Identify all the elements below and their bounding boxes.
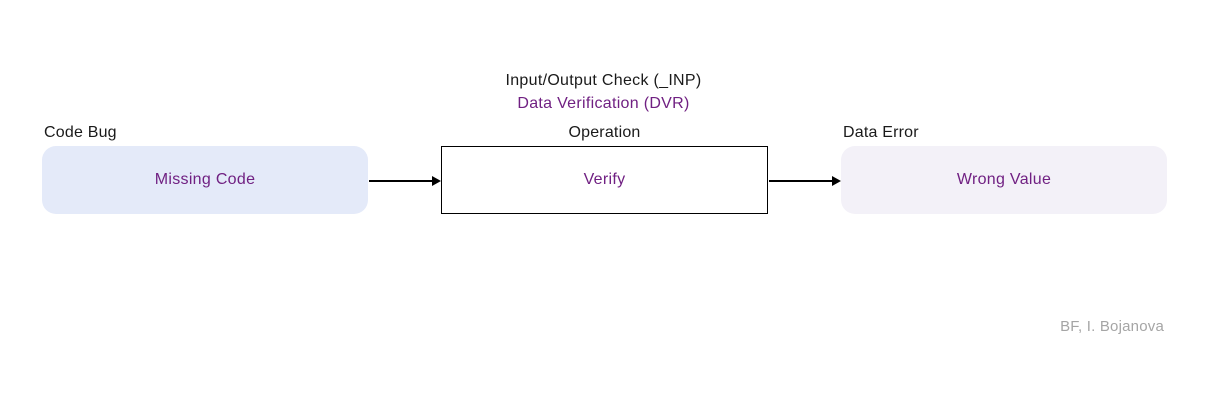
node-verify-label: Verify — [583, 171, 626, 188]
title-bug-class-type: Input/Output Check (_INP) — [505, 72, 702, 89]
arrow-operation-to-error — [769, 176, 841, 186]
arrow-cause-to-operation — [369, 176, 441, 186]
node-wrong-value: Wrong Value — [841, 146, 1167, 214]
attribution-text: BF, I. Bojanova — [1060, 318, 1164, 335]
title-bug-class-name: Data Verification (DVR) — [517, 95, 690, 112]
node-verify: Verify — [441, 146, 768, 214]
node-category-operation: Operation — [568, 124, 641, 141]
diagram-title: Input/Output Check (_INP) Data Verificat… — [0, 69, 1207, 115]
node-missing-code: Missing Code — [42, 146, 368, 214]
node-wrong-value-label: Wrong Value — [956, 171, 1052, 188]
node-category-code-bug: Code Bug — [44, 124, 117, 141]
node-missing-code-label: Missing Code — [154, 171, 256, 188]
node-category-data-error: Data Error — [843, 124, 919, 141]
